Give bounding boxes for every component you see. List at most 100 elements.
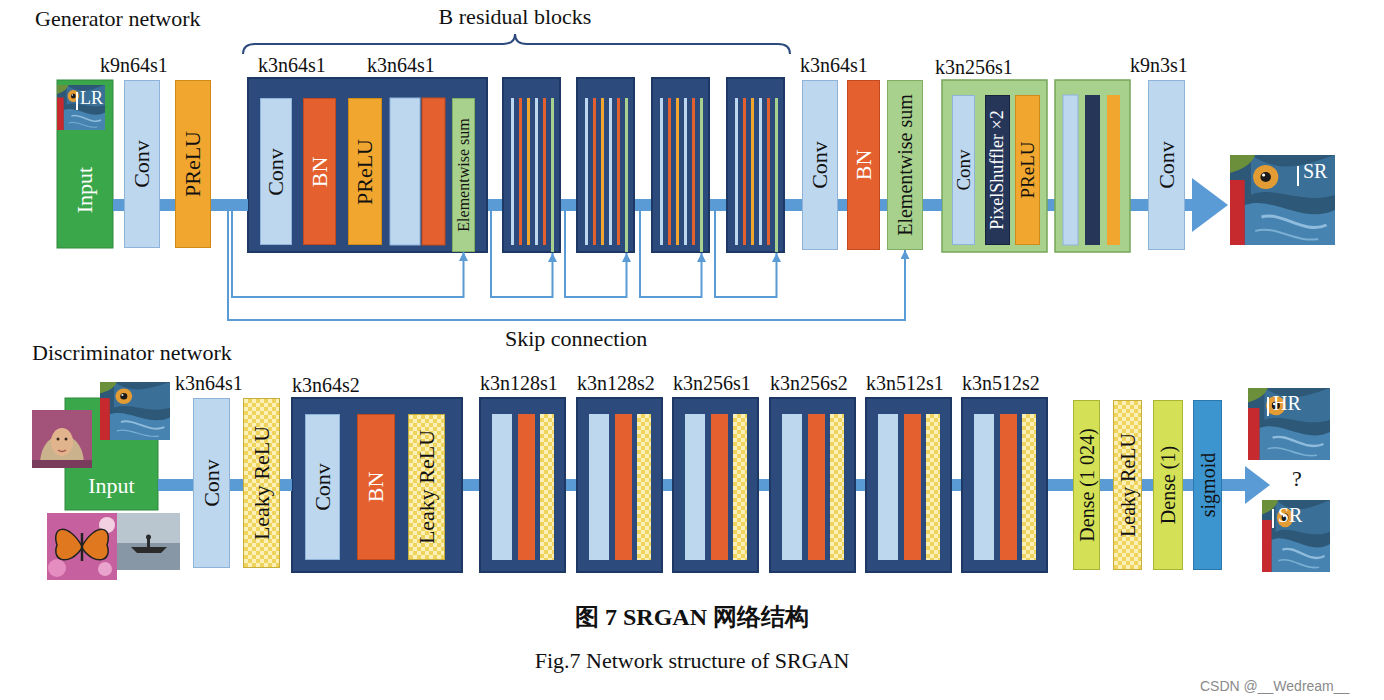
image-tag: LR bbox=[80, 88, 103, 109]
sample-image bbox=[32, 410, 92, 468]
layer-spec: k3n256s1 bbox=[673, 372, 751, 395]
conv-block bbox=[770, 398, 855, 572]
layer-spec: k3n256s2 bbox=[770, 372, 848, 395]
residual-block-frame bbox=[248, 78, 487, 252]
sample-image bbox=[57, 85, 105, 130]
conv-layer: Conv bbox=[952, 95, 975, 245]
data-path bbox=[1100, 479, 1113, 491]
conv-layer: Conv bbox=[260, 98, 292, 245]
layer-name: Input bbox=[88, 474, 134, 498]
upsample-block: k3n256s1ConvPixelShuffler ×2PReLU bbox=[942, 80, 1047, 252]
conv-layer: Conv bbox=[124, 80, 160, 248]
conv-block: k3n64s2ConvBNLeaky ReLU bbox=[292, 398, 462, 572]
upsample-block bbox=[1063, 95, 1078, 245]
sample-image bbox=[1230, 155, 1335, 245]
skip-connection-line bbox=[715, 211, 777, 297]
conv-block bbox=[577, 398, 662, 572]
layer-name: Conv bbox=[1154, 141, 1178, 189]
skip-connection-line bbox=[491, 211, 553, 297]
residual-block-frame bbox=[390, 98, 420, 245]
data-path bbox=[1183, 479, 1193, 491]
layer-spec: k3n512s1 bbox=[866, 372, 944, 395]
caption-english: Fig.7 Network structure of SRGAN bbox=[0, 648, 1384, 673]
layer-name: PReLU bbox=[181, 131, 205, 197]
dense-layer: Dense (1) bbox=[1153, 400, 1183, 570]
leaky-relu-layer: Leaky ReLU bbox=[243, 398, 280, 568]
layer-name: PReLU bbox=[1017, 142, 1038, 199]
data-path bbox=[280, 479, 292, 491]
question-mark: ? bbox=[1292, 466, 1302, 491]
layer-name: Dense (1 024) bbox=[1076, 428, 1098, 541]
conv-block bbox=[292, 398, 1047, 572]
residual-block bbox=[577, 78, 634, 252]
upsample-block bbox=[942, 80, 1130, 252]
layer-name: Leaky ReLU bbox=[249, 426, 273, 540]
conv-layer: Conv bbox=[193, 398, 230, 568]
layer-name: Conv bbox=[199, 459, 223, 507]
layer-name: sigmoid bbox=[1197, 453, 1219, 517]
layer-name: BN bbox=[364, 472, 388, 503]
conv-block bbox=[866, 398, 951, 572]
layer-name: Elementwise sum bbox=[455, 118, 473, 231]
layer-name: BN bbox=[307, 156, 331, 187]
layer-spec: k3n64s1 bbox=[800, 54, 868, 77]
layer-spec: k9n64s1 bbox=[100, 54, 168, 77]
data-path bbox=[113, 199, 124, 211]
network-title: Discriminator network bbox=[32, 340, 232, 365]
skip-connection-line bbox=[491, 211, 777, 297]
layer-name: Leaky ReLU bbox=[414, 430, 438, 544]
leaky-relu-layer: Leaky ReLU bbox=[1113, 400, 1142, 570]
image-tag: SR bbox=[1303, 160, 1327, 183]
layer-spec: k3n64s1 bbox=[175, 372, 243, 395]
prelu-layer: PReLU bbox=[348, 98, 382, 245]
image-tag-bar bbox=[1267, 397, 1269, 416]
conv-block bbox=[962, 398, 1047, 572]
layer-spec: k9n3s1 bbox=[1130, 54, 1188, 77]
upsample-block bbox=[1107, 95, 1120, 245]
conv-layer: Conv bbox=[305, 414, 340, 560]
skip-connection bbox=[211, 205, 464, 297]
sum-layer: Elementwise sum bbox=[887, 80, 923, 250]
layer-name: BN bbox=[851, 150, 875, 181]
layer-name: Conv bbox=[264, 148, 288, 196]
caption: 图 7 SRGAN 网络结构 bbox=[0, 604, 1384, 632]
residual-block-frame bbox=[422, 98, 445, 245]
layer-name: Conv bbox=[310, 463, 334, 511]
sample-image bbox=[117, 513, 180, 570]
layer-name: Conv bbox=[808, 141, 832, 189]
image-tag-bar bbox=[1272, 509, 1274, 528]
pixelshuffler-layer: PixelShuffler ×2 bbox=[985, 95, 1010, 245]
skip-connection-line bbox=[640, 211, 702, 297]
sample-image bbox=[100, 382, 170, 440]
sample-image bbox=[1262, 500, 1330, 572]
sample-image bbox=[1248, 388, 1330, 460]
data-path bbox=[838, 199, 847, 211]
residual-block: k3n64s1k3n64s1ConvBNPReLUElementwise sum bbox=[248, 78, 487, 252]
layer-spec: k3n64s2 bbox=[292, 374, 360, 396]
prelu-layer: PReLU bbox=[1015, 95, 1040, 245]
upsample-block bbox=[942, 80, 1047, 252]
sigmoid-layer: sigmoid bbox=[1193, 400, 1222, 570]
input-block: Input bbox=[65, 398, 158, 510]
skip-label: Skip connection bbox=[505, 326, 647, 351]
conv-layer: Conv bbox=[1148, 80, 1185, 250]
sum-layer: Elementwise sum bbox=[452, 98, 475, 252]
upsample-block bbox=[1055, 80, 1130, 252]
layer-spec: k3n256s1 bbox=[935, 56, 1013, 78]
main-data-path bbox=[1245, 466, 1270, 504]
residual-block bbox=[503, 78, 560, 252]
layer-spec: k3n64s1 bbox=[367, 54, 435, 76]
network-title: Generator network bbox=[35, 6, 201, 31]
data-path bbox=[230, 479, 243, 491]
layer-name: Dense (1) bbox=[1157, 446, 1179, 524]
conv-block bbox=[673, 398, 758, 572]
prelu-layer: PReLU bbox=[175, 80, 211, 248]
layer-spec: k3n64s1 bbox=[258, 54, 326, 76]
data-path bbox=[158, 479, 193, 491]
layer-name: PReLU bbox=[353, 139, 377, 205]
image-tag-bar bbox=[76, 92, 78, 110]
leaky-relu-layer: Leaky ReLU bbox=[408, 414, 445, 560]
image-tag-bar bbox=[1297, 166, 1299, 186]
layer-spec: k3n128s1 bbox=[480, 372, 558, 395]
